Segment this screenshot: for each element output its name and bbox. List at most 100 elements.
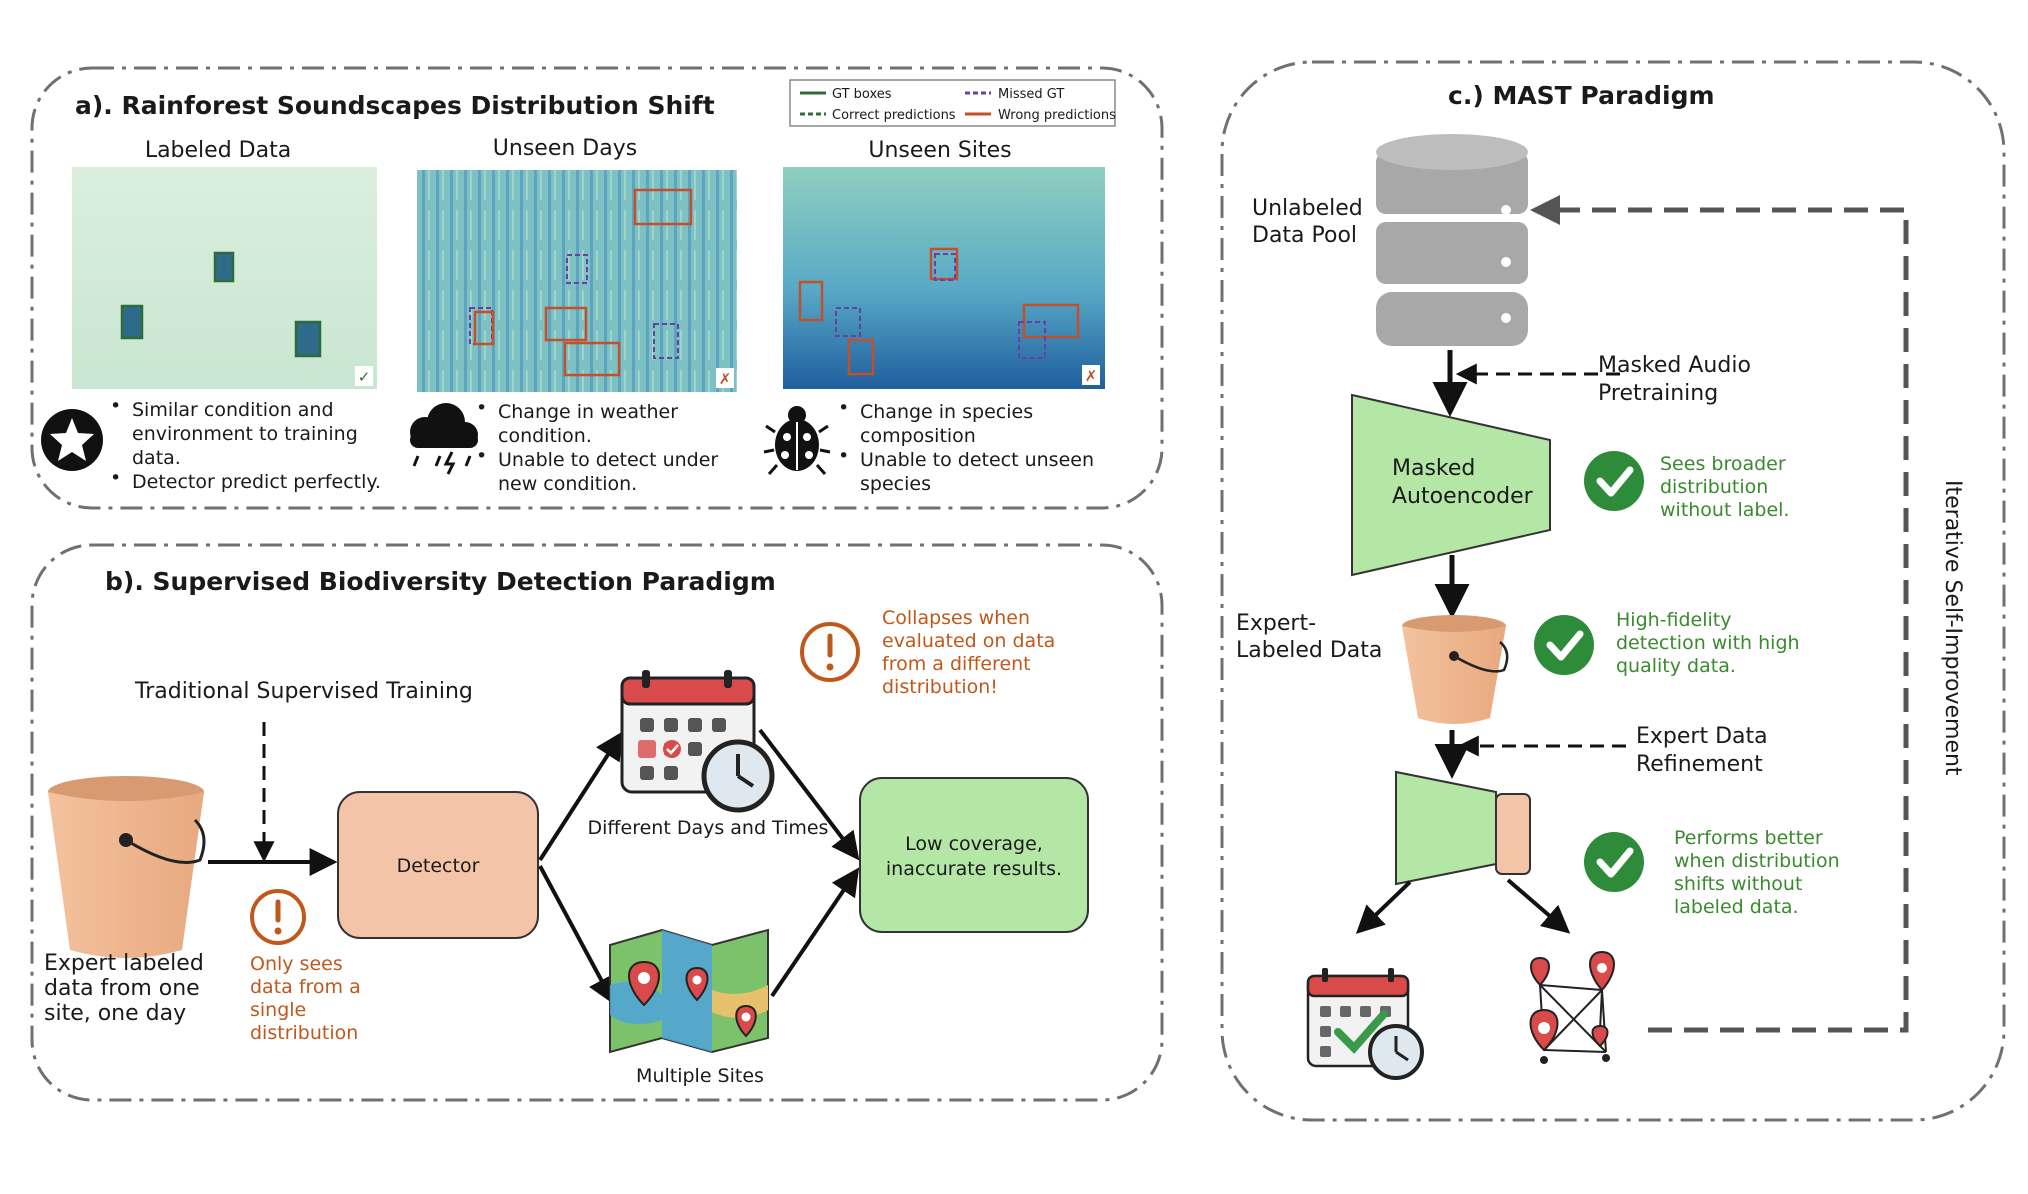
legend-gt-label: GT boxes — [832, 87, 892, 102]
pretraining-line1: Masked Audio — [1598, 353, 1751, 378]
spectrogram-labeled: ✓ — [72, 167, 377, 389]
refined-detector — [1395, 770, 1497, 886]
svg-text:•: • — [838, 397, 849, 419]
unseen-sites-label: Unseen Sites — [868, 138, 1011, 163]
spectrogram-unseen-sites: ✗ — [783, 167, 1105, 389]
check-icon — [1534, 615, 1594, 675]
refinement-line2: Refinement — [1636, 752, 1763, 777]
unseen-sites-x-mark: ✗ — [1085, 367, 1098, 385]
network-pins-icon — [1529, 950, 1615, 1064]
spectrogram-unseen-days: ✗ — [417, 170, 737, 392]
legend-missed-label: Missed GT — [998, 87, 1064, 102]
svg-text:new condition.: new condition. — [498, 473, 637, 495]
legend: GT boxes Missed GT Correct predictions W… — [789, 79, 1116, 127]
storm-cloud-icon — [410, 403, 478, 475]
svg-text:environment to training: environment to training — [132, 423, 358, 445]
autoencoder-line1: Masked — [1392, 456, 1475, 481]
panel-a: a). Rainforest Soundscapes Distribution … — [30, 66, 1164, 510]
warning-collapse-line1: Collapses when — [882, 607, 1030, 629]
svg-text:data.: data. — [132, 447, 181, 469]
panel-a-title: a). Rainforest Soundscapes Distribution … — [75, 91, 715, 120]
days-to-result-arrow — [758, 728, 860, 861]
check2-line3: quality data. — [1616, 655, 1736, 677]
days-label: Different Days and Times — [588, 817, 829, 839]
panel-b-border — [30, 543, 1164, 1102]
warning-collapse-icon — [800, 622, 860, 682]
pool-label-line1: Unlabeled — [1252, 196, 1363, 221]
unseen-days-x-mark: ✗ — [719, 370, 732, 388]
masked-autoencoder — [1351, 393, 1551, 577]
svg-text:Change in species: Change in species — [860, 401, 1033, 423]
svg-text:Unable to detect unseen: Unable to detect unseen — [860, 449, 1094, 471]
check-icon — [1584, 451, 1644, 511]
check1-line2: distribution — [1660, 476, 1768, 498]
calendar-check-icon — [1306, 968, 1424, 1080]
labeled-check-mark: ✓ — [358, 368, 371, 386]
svg-text:condition.: condition. — [498, 425, 592, 447]
svg-text:•: • — [110, 395, 121, 417]
check3-line3: shifts without — [1674, 873, 1802, 895]
svg-text:Detector predict perfectly.: Detector predict perfectly. — [132, 471, 381, 493]
check2-line2: detection with high — [1616, 632, 1800, 654]
training-label: Traditional Supervised Training — [134, 679, 473, 704]
autoencoder-line2: Autoencoder — [1392, 484, 1534, 509]
panel-b: b). Supervised Biodiversity Detection Pa… — [30, 543, 1164, 1102]
check3-line1: Performs better — [1674, 827, 1823, 849]
legend-wrong-label: Wrong predictions — [998, 108, 1116, 123]
panel-c: c.) MAST Paradigm Unlabeled Data Pool It… — [1220, 60, 2006, 1122]
database-icon — [1376, 134, 1528, 346]
expert-label-line1: Expert- — [1236, 611, 1316, 636]
warning-single-line4: distribution — [250, 1022, 358, 1044]
pretraining-line2: Pretraining — [1598, 381, 1718, 406]
detector-to-sites-arrow — [538, 865, 615, 1005]
unseen-days-bullets: • Change in weather condition. • Unable … — [476, 397, 718, 495]
detector-label: Detector — [397, 855, 480, 877]
bucket-label-line2: data from one — [44, 976, 200, 1001]
warning-single-line3: single — [250, 999, 306, 1021]
panel-c-border — [1220, 60, 2006, 1122]
star-icon — [41, 409, 103, 471]
svg-text:•: • — [838, 445, 849, 467]
to-calendar-arrow — [1355, 880, 1412, 934]
bucket-label-line3: site, one day — [44, 1001, 186, 1026]
sites-to-result-arrow — [770, 867, 860, 998]
legend-correct-label: Correct predictions — [832, 108, 956, 123]
map-icon — [609, 928, 769, 1054]
check3-line4: labeled data. — [1674, 896, 1799, 918]
result-line1: Low coverage, — [905, 833, 1043, 855]
unseen-days-label: Unseen Days — [493, 136, 637, 161]
check3-line2: when distribution — [1674, 850, 1840, 872]
svg-text:•: • — [476, 445, 487, 467]
bucket-icon-expert — [1402, 615, 1509, 724]
calendar-clock-icon — [620, 670, 775, 813]
warning-collapse-line2: evaluated on data — [882, 630, 1055, 652]
ladybug-icon — [763, 406, 831, 475]
labeled-bullets: • Similar condition and environment to t… — [110, 395, 381, 493]
warning-icon — [250, 889, 306, 945]
result-line2: inaccurate results. — [886, 858, 1062, 880]
svg-text:composition: composition — [860, 425, 976, 447]
panel-b-title: b). Supervised Biodiversity Detection Pa… — [105, 567, 776, 596]
result-box — [859, 777, 1089, 933]
detector-box — [337, 791, 539, 939]
expert-label-line2: Labeled Data — [1236, 638, 1382, 663]
loop-label: Iterative Self-Improvement — [1940, 480, 1965, 776]
unseen-sites-bullets: • Change in species composition • Unable… — [838, 397, 1094, 495]
sites-label: Multiple Sites — [636, 1065, 764, 1087]
svg-text:•: • — [476, 397, 487, 419]
panel-c-title: c.) MAST Paradigm — [1448, 81, 1715, 110]
check1-line3: without label. — [1660, 499, 1789, 521]
refinement-line1: Expert Data — [1636, 724, 1768, 749]
warning-single-line2: data from a — [250, 976, 361, 998]
check1-line1: Sees broader — [1660, 453, 1786, 475]
svg-text:Unable to detect under: Unable to detect under — [498, 449, 718, 471]
svg-text:species: species — [860, 473, 931, 495]
bucket-icon — [48, 776, 206, 958]
labeled-data-label: Labeled Data — [145, 138, 291, 163]
svg-text:Change in weather: Change in weather — [498, 401, 678, 423]
to-network-arrow — [1506, 878, 1571, 934]
check2-line1: High-fidelity — [1616, 609, 1732, 631]
panel-a-border — [30, 66, 1164, 510]
check-icon — [1584, 832, 1644, 892]
